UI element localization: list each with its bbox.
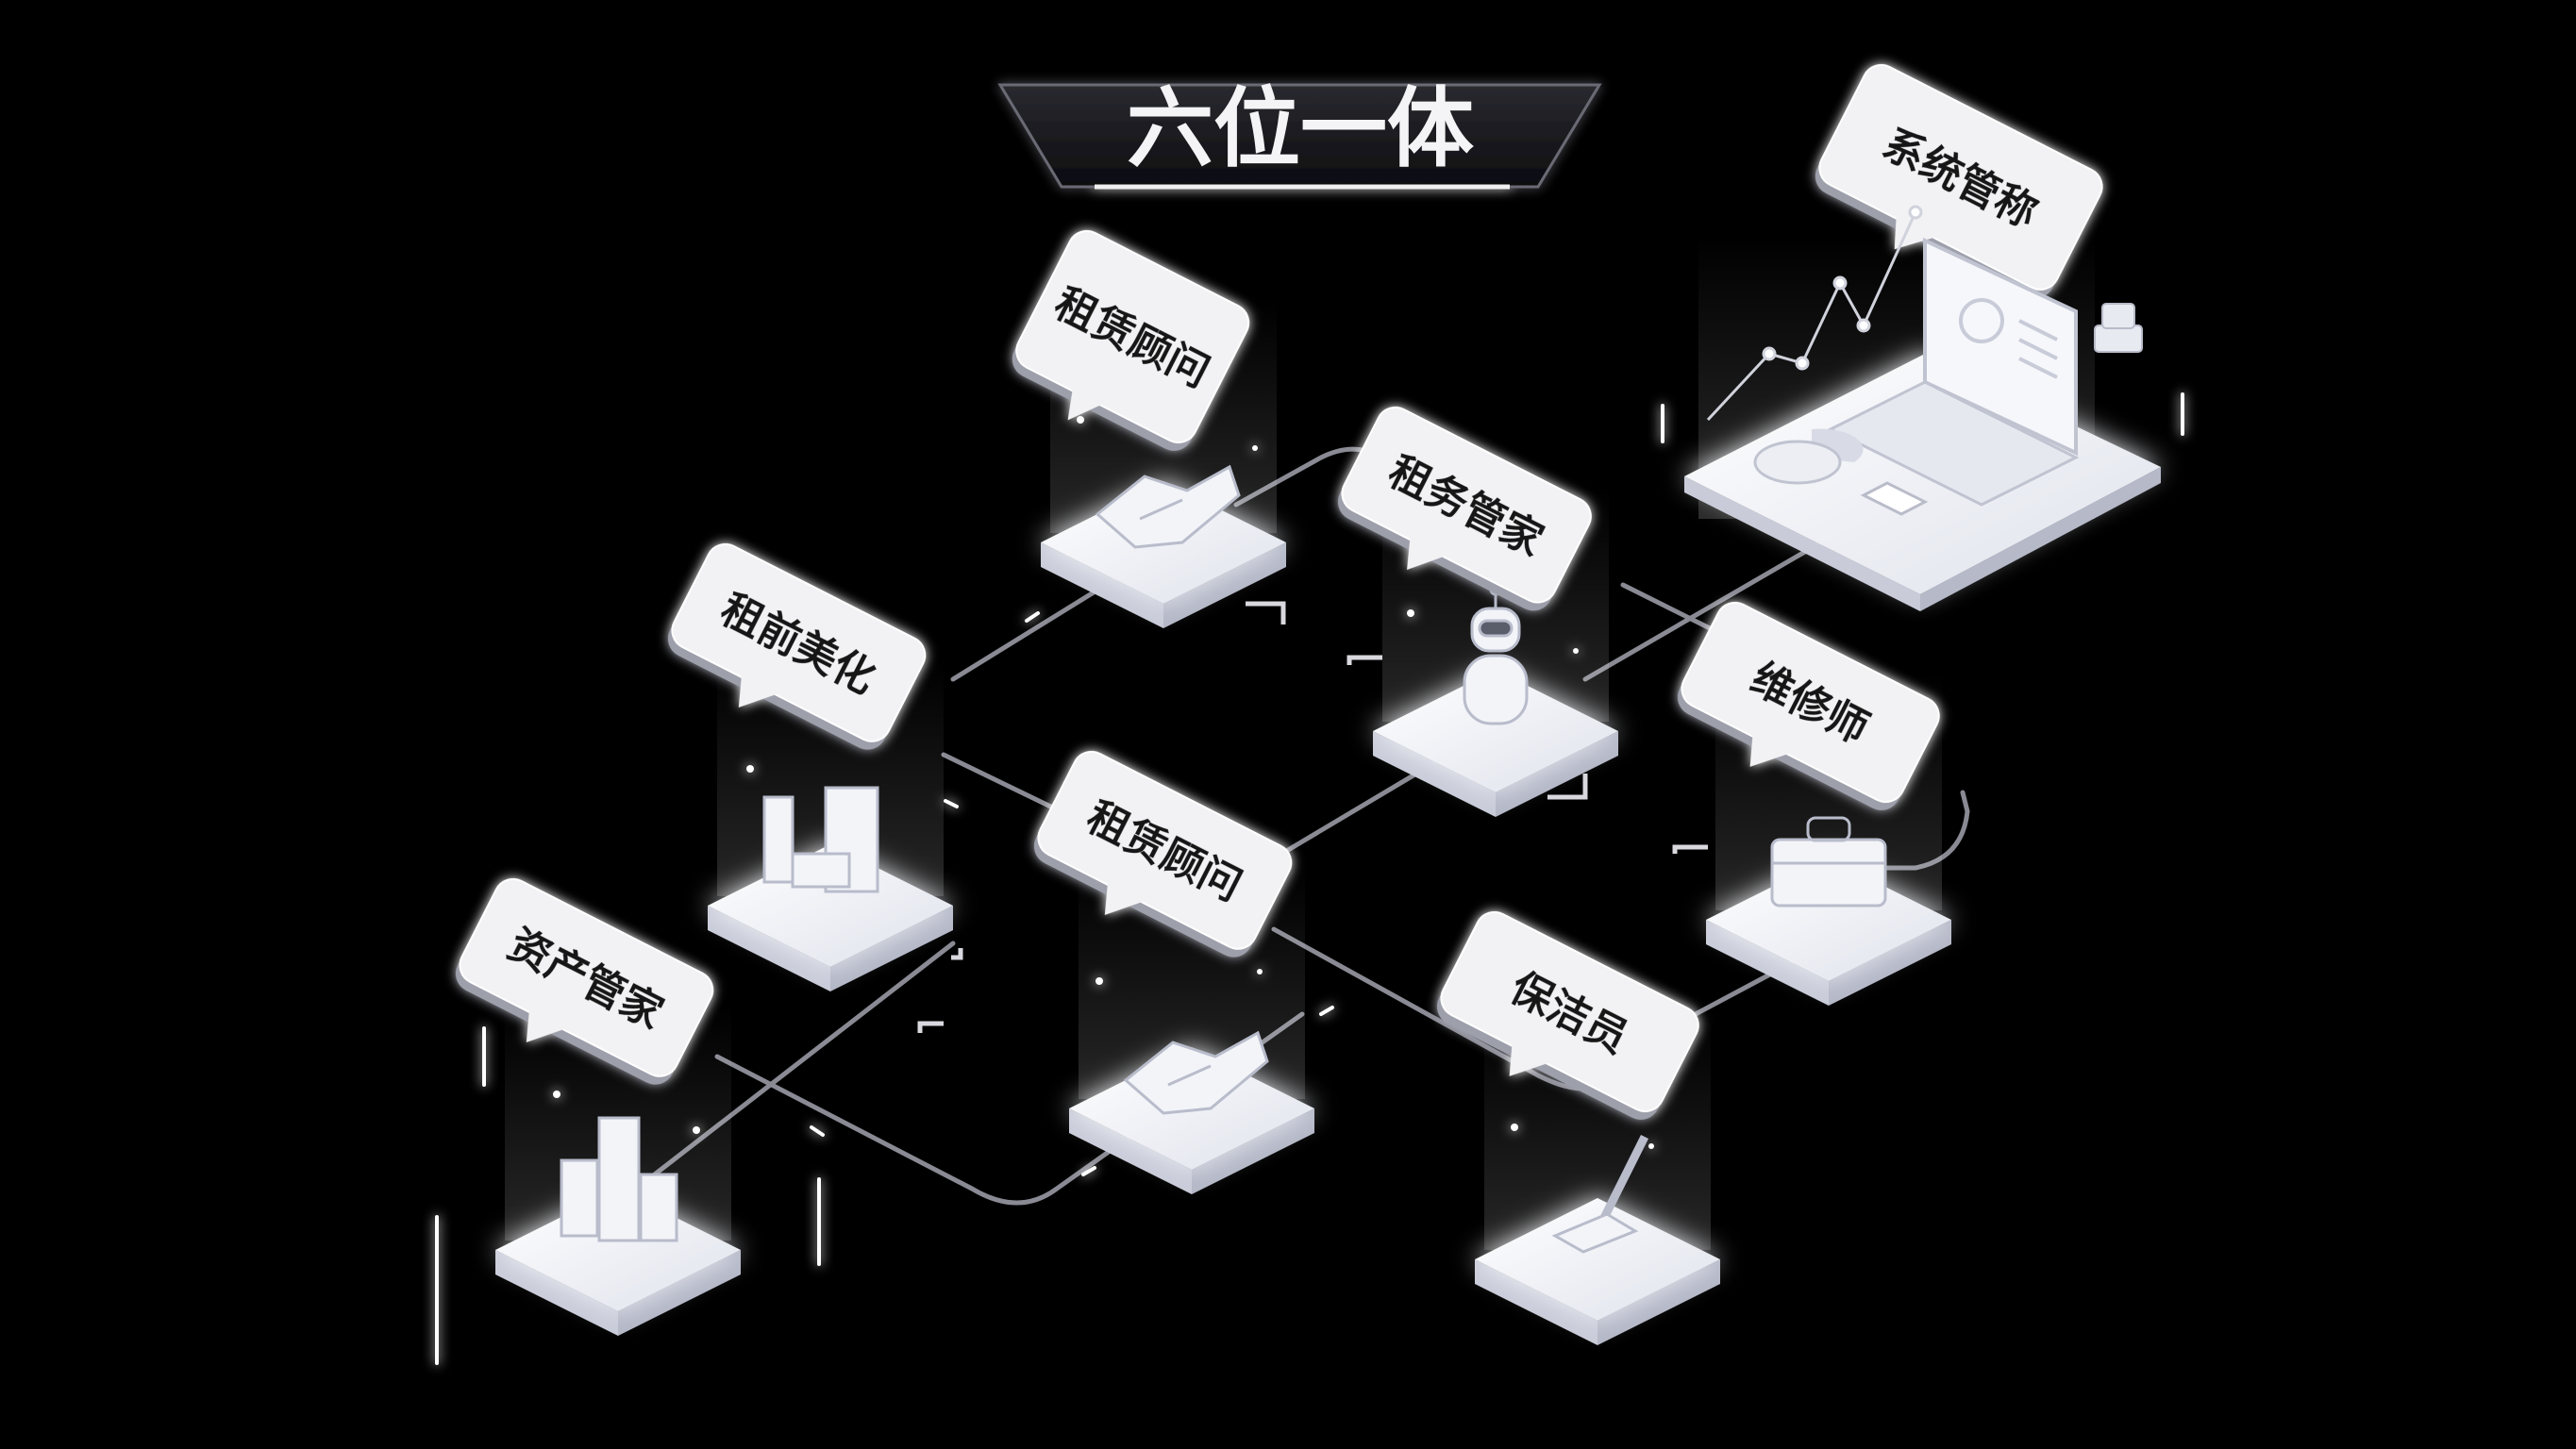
label-callout: 维修师 — [1677, 601, 1940, 810]
connector-asset-to-center-advisor — [714, 1011, 1305, 1206]
platform-right-side — [830, 906, 953, 991]
label-pointer — [1509, 1043, 1549, 1076]
connector-butler-to-system — [1582, 540, 1824, 682]
handshake-icon — [1123, 1030, 1269, 1115]
node-rental-advisor-center: 租赁顾问 — [1033, 750, 1314, 1194]
handshake-icon — [1095, 464, 1241, 549]
server-stack-icon — [2094, 303, 2143, 353]
label-callout: 租赁顾问 — [1012, 229, 1250, 451]
node-repairman: 维修师 — [1677, 601, 1951, 1006]
node-asset-manager: 资产管家 — [455, 877, 741, 1336]
robot-icon — [1463, 583, 1529, 725]
platform-right-side — [618, 1250, 741, 1336]
light-streaks — [435, 392, 2184, 1365]
label-callout: 租赁顾问 — [1033, 750, 1293, 958]
label-pointer — [1749, 734, 1790, 767]
node-pre-rent-beautify: 租前美化 — [667, 542, 953, 991]
platform-right-side — [1496, 731, 1618, 817]
buildings-icon — [560, 1116, 678, 1242]
trend-line-icon — [1706, 205, 1923, 422]
platform-top — [1475, 1198, 1720, 1321]
connector-beautify-to-top-advisor — [950, 577, 1116, 682]
toolbox-icon — [1770, 816, 1887, 908]
phone-icon — [1860, 481, 1929, 516]
laptop-keyboard — [1827, 380, 2080, 507]
platform-left-side — [1041, 542, 1163, 628]
platform-right-side — [1163, 542, 1286, 628]
platform-top — [1373, 670, 1618, 792]
platform-right-side — [1597, 1259, 1720, 1345]
platform-left-side — [1706, 920, 1829, 1006]
furniture-icon — [762, 786, 879, 893]
platform-right-side — [1829, 920, 1951, 1006]
system-platform-side — [1684, 476, 1920, 611]
label-pointer — [738, 675, 778, 708]
platform-left-side — [1373, 731, 1496, 817]
label-pointer — [1407, 537, 1447, 571]
platform-left-side — [495, 1250, 618, 1336]
node-rental-butler: 租务管家 — [1337, 406, 1618, 817]
platform-left-side — [1475, 1259, 1597, 1345]
label-callout: 资产管家 — [455, 877, 714, 1085]
platform-right-side — [1192, 1108, 1314, 1194]
platform-left-side — [708, 906, 830, 991]
corner-brackets — [917, 601, 1708, 1033]
laptop-chart-icon — [1959, 298, 2058, 379]
title-banner — [997, 83, 1602, 190]
label-pointer — [526, 1009, 566, 1042]
platform-top — [1706, 858, 1951, 981]
node-rental-advisor-top: 租赁顾问 — [1012, 229, 1286, 628]
platform-top — [495, 1189, 741, 1311]
system-station — [1684, 205, 2161, 611]
label-pointer — [1067, 389, 1103, 421]
label-callout: 保洁员 — [1436, 910, 1699, 1120]
mop-icon — [1551, 1134, 1649, 1254]
label-pointer — [1104, 882, 1145, 915]
node-cleaner: 保洁员 — [1436, 910, 1720, 1345]
page-title: 六位一体 — [1127, 78, 1474, 179]
platform-left-side — [1069, 1108, 1192, 1194]
